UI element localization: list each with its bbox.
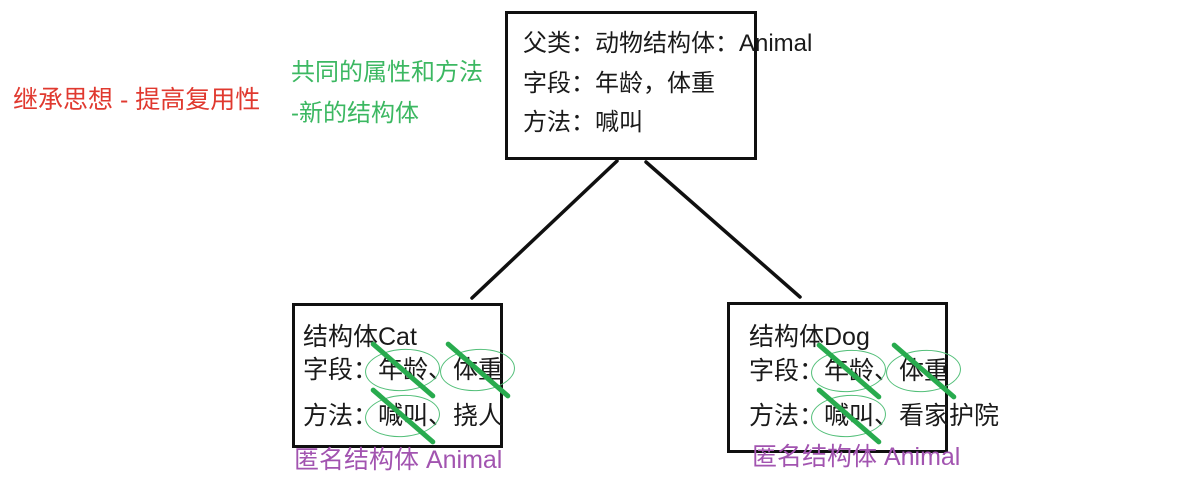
dog-field-age: 年龄 <box>824 357 875 385</box>
cat-field-weight-circled-struck: 体重 <box>453 356 503 385</box>
cat-struct-box: 结构体Cat 字段：年龄、体重 方法：喊叫、挠人 <box>292 303 503 448</box>
cat-fields-label: 字段： <box>303 356 379 384</box>
dog-field-weight-circled-struck: 体重 <box>899 357 949 386</box>
dog-fields-separator: 、 <box>874 357 900 385</box>
inheritance-edge-left <box>470 159 619 300</box>
cat-method-shout: 喊叫 <box>378 402 429 430</box>
parent-box-fields: 字段：年龄，体重 <box>523 70 715 97</box>
cat-box-title: 结构体Cat <box>303 323 417 351</box>
parent-box-methods: 方法：喊叫 <box>523 109 643 136</box>
red-annotation: 继承思想 - 提高复用性 <box>13 86 261 114</box>
dog-field-weight: 体重 <box>899 357 950 385</box>
cat-anonymous-struct-note: 匿名结构体 Animal <box>294 446 503 474</box>
cat-method-scratch: 挠人 <box>453 402 504 430</box>
green-annotation-line1: 共同的属性和方法 <box>291 59 483 86</box>
cat-method-shout-circled-struck: 喊叫 <box>378 402 428 431</box>
dog-method-guard-house: 看家护院 <box>899 402 1000 430</box>
dog-box-fields-row: 字段：年龄、体重 <box>749 357 949 386</box>
cat-field-age: 年龄 <box>378 356 429 384</box>
cat-field-weight: 体重 <box>453 356 504 384</box>
cat-box-fields-row: 字段：年龄、体重 <box>303 356 503 385</box>
dog-method-shout: 喊叫 <box>824 402 875 430</box>
cat-box-methods-row: 方法：喊叫、挠人 <box>303 402 503 431</box>
green-annotation-line2: -新的结构体 <box>291 100 419 127</box>
dog-field-age-circled-struck: 年龄 <box>824 357 874 386</box>
inheritance-edge-right <box>644 160 802 299</box>
dog-fields-label: 字段： <box>749 357 825 385</box>
dog-methods-separator: 、 <box>874 402 900 430</box>
parent-class-box: 父类：动物结构体：Animal 字段：年龄，体重 方法：喊叫 <box>505 11 812 160</box>
cat-fields-separator: 、 <box>428 356 454 384</box>
parent-box-title: 父类：动物结构体：Animal <box>523 30 813 57</box>
dog-method-shout-circled-struck: 喊叫 <box>824 402 874 431</box>
dog-box-methods-row: 方法：喊叫、看家护院 <box>749 402 999 431</box>
dog-box-title: 结构体Dog <box>749 323 870 351</box>
dog-anonymous-struct-note: 匿名结构体 Animal <box>752 443 961 471</box>
cat-methods-separator: 、 <box>428 402 454 430</box>
dog-struct-box: 结构体Dog 字段：年龄、体重 方法：喊叫、看家护院 <box>727 302 999 453</box>
cat-field-age-circled-struck: 年龄 <box>378 356 428 385</box>
dog-methods-label: 方法： <box>749 402 825 430</box>
cat-methods-label: 方法： <box>303 402 379 430</box>
